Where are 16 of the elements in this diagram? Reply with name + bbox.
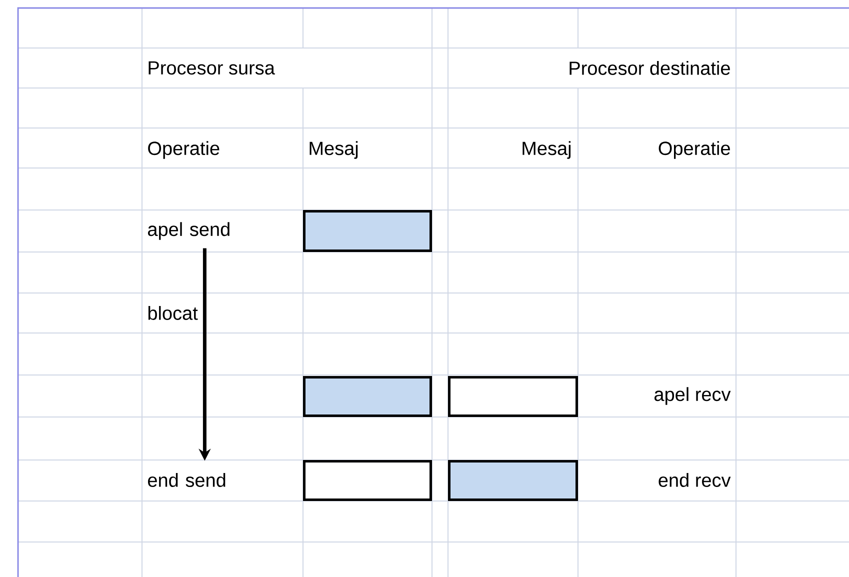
cell-text: end recv [658, 473, 731, 487]
column-header: Mesaj [522, 141, 570, 159]
column-header: Operatie [658, 141, 730, 159]
table-heading: Procesor destinatie [570, 61, 730, 75]
cell-text: blocat [148, 306, 198, 320]
message-box [303, 460, 432, 501]
message-box [303, 376, 432, 417]
message-box [448, 376, 578, 417]
column-header: Mesaj [310, 141, 358, 159]
table-heading: Procesor sursa [148, 61, 275, 75]
message-box [448, 460, 578, 501]
column-header: Operatie [148, 141, 220, 159]
cell-text: apel recv [654, 387, 731, 405]
operation-text: apel send [148, 222, 230, 240]
operation-text: end send [148, 473, 226, 487]
message-box [303, 210, 432, 252]
